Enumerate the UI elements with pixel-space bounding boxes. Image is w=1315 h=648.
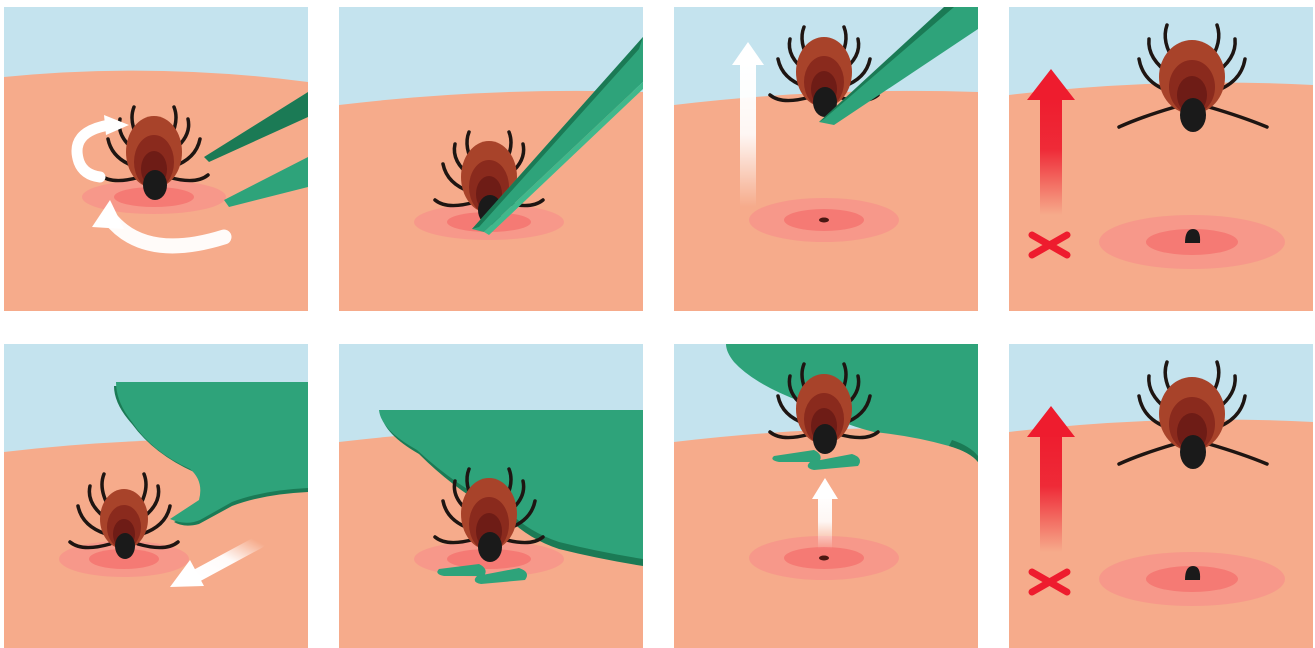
panel-hook-slide [4, 344, 308, 648]
panel-illustration [4, 7, 308, 311]
panel-hook-grasp [339, 344, 643, 648]
panel-tweezers-pull-up [674, 7, 978, 311]
panel-illustration [339, 344, 643, 648]
panel-tweezers-wrong-crushed [1009, 7, 1313, 311]
panel-hook-wrong-crushed [1009, 344, 1313, 648]
panel-illustration [1009, 7, 1313, 311]
panel-illustration [4, 344, 308, 648]
panel-illustration [674, 7, 978, 311]
bite-mark [819, 556, 829, 561]
bite-mark [819, 218, 829, 223]
panel-tweezers-twist [4, 7, 308, 311]
panel-tweezers-grasp [339, 7, 643, 311]
panel-hook-pull-up [674, 344, 978, 648]
panel-illustration [339, 7, 643, 311]
panel-illustration [674, 344, 978, 648]
panel-illustration [1009, 344, 1313, 648]
